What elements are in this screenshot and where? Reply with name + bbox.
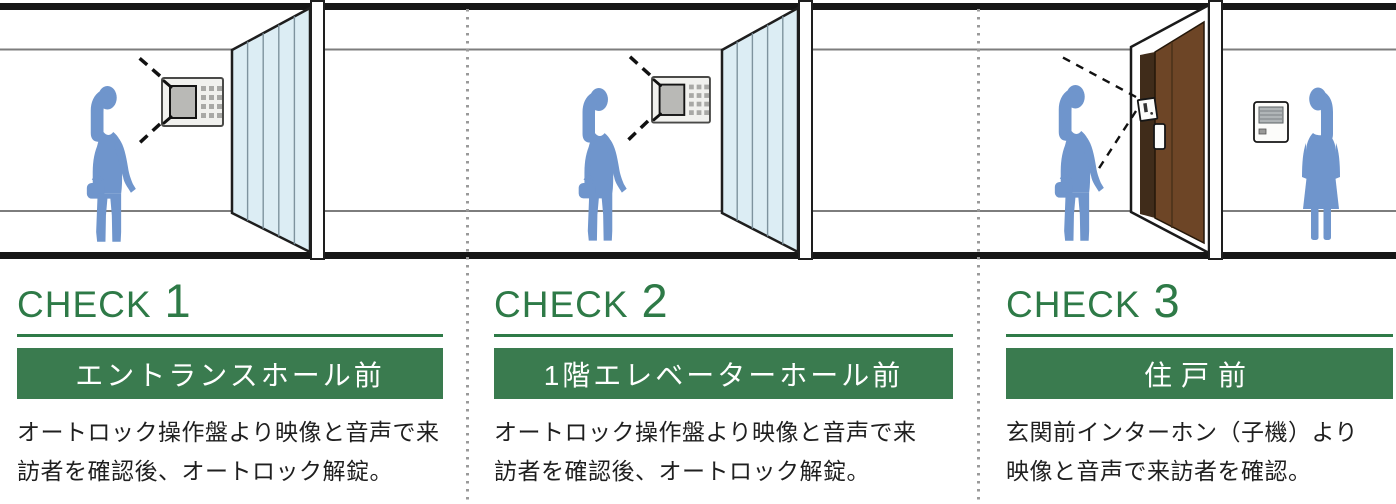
check-number: 3 (1153, 274, 1180, 327)
camera-view-lines (622, 53, 652, 146)
check-label: CHECK (1006, 284, 1141, 325)
indoor-monitor-icon (1253, 101, 1289, 143)
autolock-panel-icon (160, 76, 225, 128)
location-label: エントランスホール前 (75, 359, 385, 391)
entrance-door (1154, 20, 1205, 245)
check-number: 1 (164, 274, 191, 327)
camera-view-lines (1061, 55, 1138, 177)
glass-partition-mullions (736, 16, 784, 245)
check-description: オートロック操作盤より映像と音声で来 訪者を確認後、オートロック解錠。 (494, 419, 917, 485)
column-divider (977, 9, 980, 504)
location-bar: 住戸前 (1006, 348, 1393, 400)
autolock-panel-icon (650, 75, 712, 125)
scene-dwelling-entrance (1053, 0, 1340, 260)
check-underline (17, 334, 443, 338)
entrance-door-edge (1140, 52, 1155, 218)
check-heading: CHECK 1 (17, 274, 443, 327)
location-bar: 1階エレベーターホール前 (494, 348, 953, 400)
location-label: 住戸前 (1143, 359, 1255, 391)
location-label: 1階エレベーターホール前 (543, 359, 904, 391)
glass-partition (230, 5, 312, 255)
check-underline (494, 334, 953, 338)
wall-post (1208, 0, 1223, 260)
check-underline (1006, 334, 1393, 338)
check-description: 玄関前インターホン（子機）より 映像と音声で来訪者を確認。 (1006, 419, 1359, 485)
location-bar: エントランスホール前 (17, 348, 443, 400)
check-panel-1: CHECK 1 エントランスホール前 オートロック操作盤より映像と音声で来 訪者… (17, 270, 443, 491)
hallway-bottom-edge (0, 252, 1396, 259)
camera-view-lines (133, 54, 162, 149)
glass-partition (720, 5, 800, 255)
door-handle-icon (1153, 123, 1166, 150)
check-number: 2 (641, 274, 668, 327)
check-panel-3: CHECK 3 住戸前 玄関前インターホン（子機）より 映像と音声で来訪者を確認… (1006, 270, 1393, 491)
wall-post (310, 0, 325, 260)
scene-entrance-hall (85, 0, 325, 260)
door-intercom-icon (1136, 97, 1159, 122)
hallway-top-edge (0, 3, 1396, 10)
check-heading: CHECK 2 (494, 274, 953, 327)
check-panel-2: CHECK 2 1階エレベーターホール前 オートロック操作盤より映像と音声で来 … (494, 270, 953, 491)
check-description: オートロック操作盤より映像と音声で来 訪者を確認後、オートロック解錠。 (17, 419, 440, 485)
hallway-illustration (0, 0, 1396, 260)
scene-elevator-hall (577, 0, 813, 260)
wall-post (798, 0, 813, 260)
column-divider (466, 9, 469, 504)
check-heading: CHECK 3 (1006, 274, 1393, 327)
check-label: CHECK (17, 284, 152, 325)
glass-partition-mullions (246, 16, 296, 245)
check-label: CHECK (494, 284, 629, 325)
